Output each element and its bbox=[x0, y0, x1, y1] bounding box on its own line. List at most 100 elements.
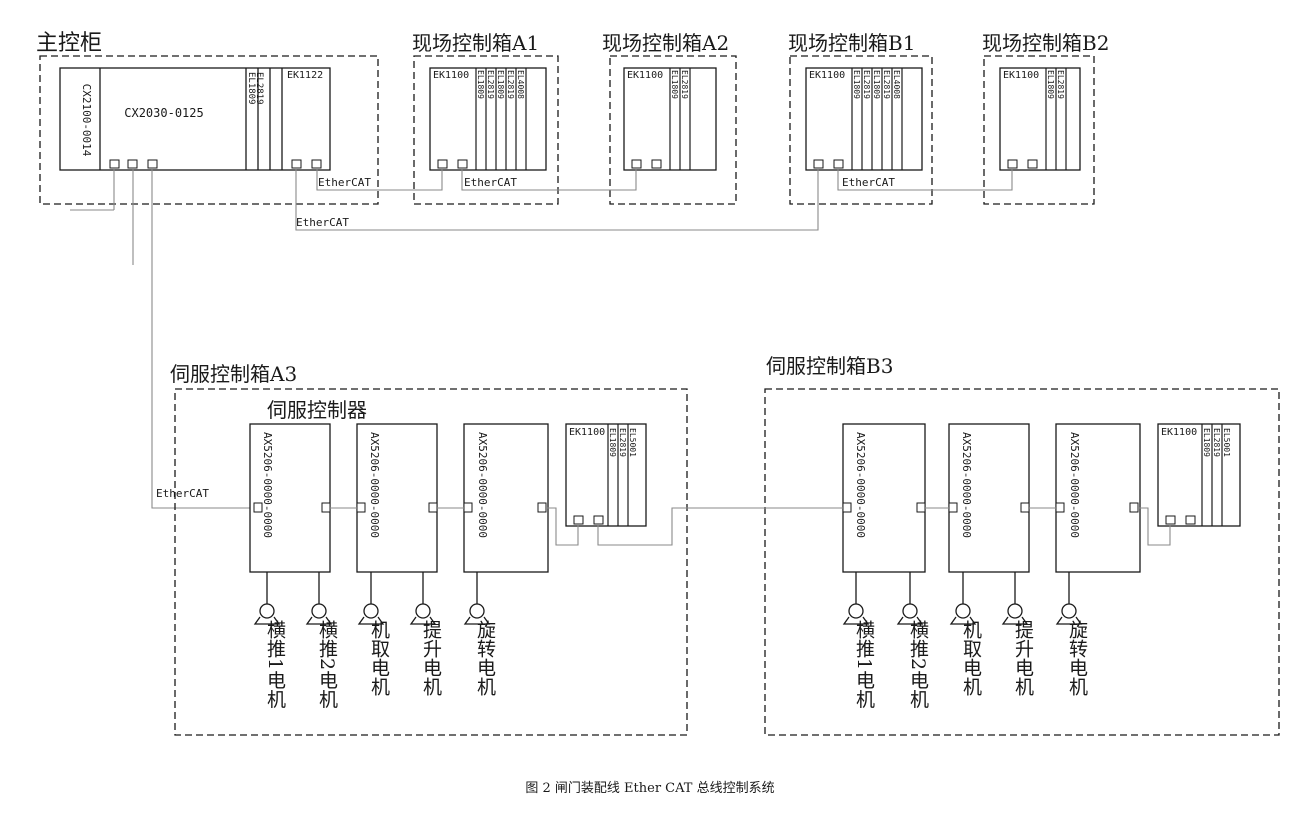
ek1100-label: EK1100 bbox=[809, 70, 845, 81]
servo-drive-2 bbox=[356, 423, 438, 573]
field-box-b2-title: 现场控制箱B2 bbox=[982, 31, 1109, 55]
bus-label-ethercat: EtherCAT bbox=[296, 216, 349, 229]
terminal-label: EL2819 bbox=[486, 70, 495, 99]
port bbox=[147, 159, 158, 169]
terminal-label: EL5001 bbox=[628, 428, 637, 457]
drive-model-label: AX5206-0000-0000 bbox=[261, 432, 274, 538]
main-terminal-label: EL1809 bbox=[246, 72, 256, 105]
motor-label: 横推1电机 bbox=[264, 620, 286, 708]
motor-label: 提升电机 bbox=[1012, 620, 1034, 696]
cx2030-module-label: CX2030-0125 bbox=[124, 106, 203, 120]
ek1122-label: EK1122 bbox=[287, 70, 323, 81]
terminal-label: EL1809 bbox=[476, 70, 485, 99]
field-box-a1-title: 现场控制箱A1 bbox=[412, 31, 539, 55]
ek1100-coupler bbox=[565, 423, 647, 527]
port bbox=[127, 159, 138, 169]
drive-model-label: AX5206-0000-0000 bbox=[960, 432, 973, 538]
servo-box-b3-title: 伺服控制箱B3 bbox=[766, 354, 893, 378]
motor-label: 旋转电机 bbox=[474, 620, 496, 696]
main-cabinet: 主控柜 CX2100-0014 CX2030-0125 EL1809 EL281… bbox=[36, 31, 379, 205]
port bbox=[311, 159, 322, 169]
ek1100-label: EK1100 bbox=[569, 427, 605, 438]
motor-label: 横推2电机 bbox=[316, 620, 338, 708]
motor-label: 机取电机 bbox=[368, 620, 390, 696]
port bbox=[437, 159, 448, 169]
terminal-label: EL2819 bbox=[1056, 70, 1065, 99]
bus-label-ethercat: EtherCAT bbox=[842, 176, 895, 189]
bus-label-ethercat: EtherCAT bbox=[318, 176, 371, 189]
field-box-a1-boundary bbox=[413, 55, 559, 205]
field-box-a2-boundary bbox=[609, 55, 737, 205]
ek1100-label: EK1100 bbox=[1003, 70, 1039, 81]
terminal-label: EL2819 bbox=[618, 428, 627, 457]
port bbox=[109, 159, 120, 169]
terminal-label: EL1809 bbox=[872, 70, 881, 99]
servo-box-a3-title: 伺服控制箱A3 bbox=[170, 362, 297, 386]
field-box-a1: 现场控制箱A1 EK1100 EL1809 EL2819 EL1809 EL28… bbox=[412, 31, 559, 205]
field-box-b1: 现场控制箱B1 EK1100 EL1809 EL2819 EL1809 EL28… bbox=[788, 31, 933, 205]
terminal-label: EL1809 bbox=[852, 70, 861, 99]
ek1100-coupler bbox=[1157, 423, 1241, 527]
port bbox=[457, 159, 468, 169]
terminal-label: EL1809 bbox=[670, 70, 679, 99]
ek1100-label: EK1100 bbox=[433, 70, 469, 81]
terminal-label: EL2819 bbox=[506, 70, 515, 99]
field-box-b1-boundary bbox=[789, 55, 933, 205]
servo-drive-2 bbox=[948, 423, 1030, 573]
terminal-label: EL2819 bbox=[1212, 428, 1221, 457]
drive-model-label: AX5206-0000-0000 bbox=[1068, 432, 1081, 538]
motor-label: 横推2电机 bbox=[907, 620, 929, 708]
main-cabinet-title: 主控柜 bbox=[36, 31, 102, 56]
drive-model-label: AX5206-0000-0000 bbox=[854, 432, 867, 538]
servo-box-b3: 伺服控制箱B3 AX5206-0000-0000 AX5206-0000-000… bbox=[764, 354, 1280, 736]
terminal-label: EL1809 bbox=[1202, 428, 1211, 457]
servo-box-a3: 伺服控制箱A3 伺服控制器 EtherCAT AX5206-0000-0000 … bbox=[156, 362, 688, 736]
field-box-b2: 现场控制箱B2 EK1100 EL1809 EL2819 bbox=[982, 31, 1109, 205]
ek1100-label: EK1100 bbox=[1161, 427, 1197, 438]
cx2100-module-label: CX2100-0014 bbox=[80, 84, 93, 157]
servo-drive-3 bbox=[463, 423, 549, 573]
servo-box-b3-boundary bbox=[764, 388, 1280, 736]
ethercat-bus-top bbox=[70, 168, 1013, 509]
terminal-label: EL4008 bbox=[892, 70, 901, 99]
servo-drive-1 bbox=[249, 423, 331, 573]
field-box-a2: 现场控制箱A2 EK1100 EL1809 EL2819 bbox=[602, 31, 737, 205]
port bbox=[651, 159, 662, 169]
servo-controller-label: 伺服控制器 bbox=[267, 398, 367, 422]
field-box-b1-title: 现场控制箱B1 bbox=[788, 31, 915, 55]
port bbox=[291, 159, 302, 169]
port bbox=[1027, 159, 1038, 169]
cx-controller-body bbox=[59, 67, 331, 171]
field-box-b2-boundary bbox=[983, 55, 1095, 205]
ethercat-bus-servo bbox=[330, 507, 1171, 546]
motor-label: 旋转电机 bbox=[1066, 620, 1088, 696]
servo-drive-3 bbox=[1055, 423, 1141, 573]
terminal-label: EL1809 bbox=[608, 428, 617, 457]
main-cabinet-boundary bbox=[39, 55, 379, 205]
drive-model-label: AX5206-0000-0000 bbox=[368, 432, 381, 538]
bus-label-ethercat: EtherCAT bbox=[156, 487, 209, 500]
port bbox=[833, 159, 844, 169]
terminal-label: EL5001 bbox=[1222, 428, 1231, 457]
terminal-label: EL2819 bbox=[680, 70, 689, 99]
terminal-label: EL1809 bbox=[496, 70, 505, 99]
ek1100-label: EK1100 bbox=[627, 70, 663, 81]
bus-label-ethercat: EtherCAT bbox=[464, 176, 517, 189]
port bbox=[813, 159, 824, 169]
figure-caption: 图 2 闸门装配线 Ether CAT 总线控制系统 bbox=[525, 781, 774, 796]
servo-drive-1 bbox=[842, 423, 926, 573]
motor-label: 提升电机 bbox=[420, 620, 442, 696]
main-terminal-label: EL2819 bbox=[254, 72, 264, 105]
port bbox=[631, 159, 642, 169]
motor-label: 机取电机 bbox=[960, 620, 982, 696]
terminal-label: EL1809 bbox=[1046, 70, 1055, 99]
servo-box-a3-boundary bbox=[174, 388, 688, 736]
drive-model-label: AX5206-0000-0000 bbox=[476, 432, 489, 538]
port bbox=[1007, 159, 1018, 169]
terminal-label: EL2819 bbox=[882, 70, 891, 99]
field-box-a2-title: 现场控制箱A2 bbox=[602, 31, 729, 55]
terminal-label: EL2819 bbox=[862, 70, 871, 99]
terminal-label: EL4008 bbox=[516, 70, 525, 99]
motor-label: 横推1电机 bbox=[853, 620, 875, 708]
